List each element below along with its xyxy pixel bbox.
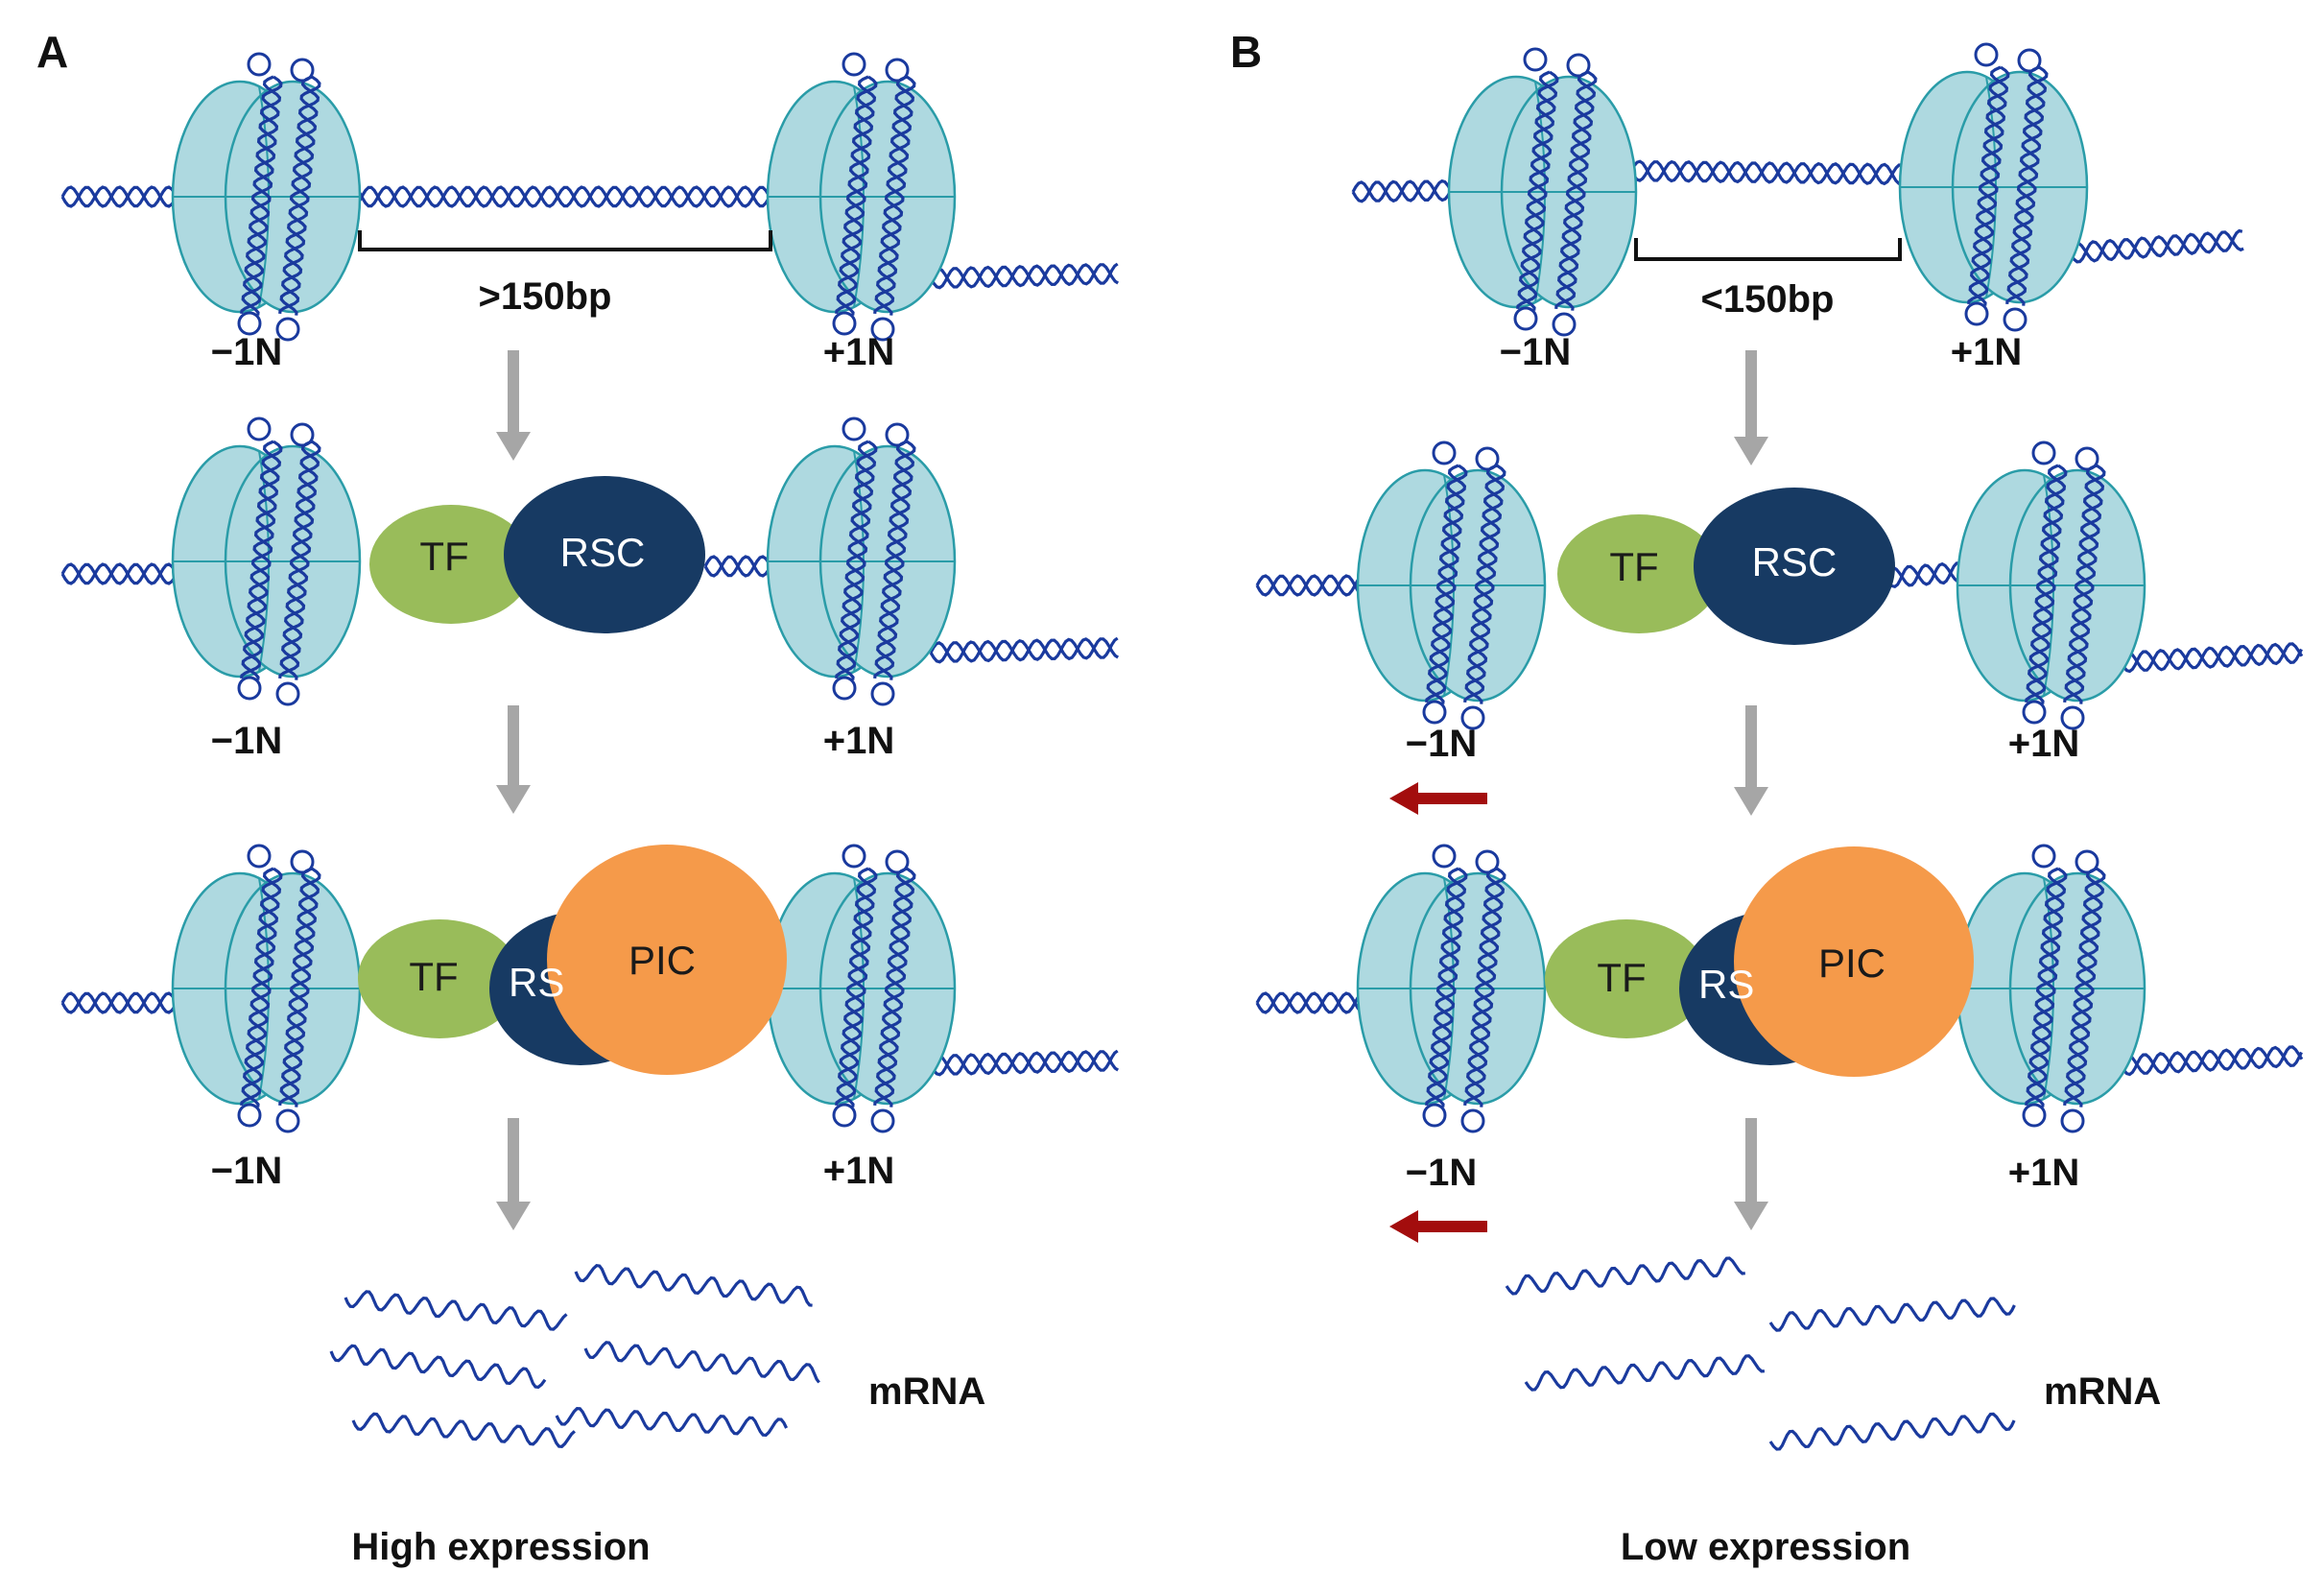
nucleosome-icon — [766, 844, 957, 1133]
panel-b: B <150bp −1N +1N −1N +1N −1N +1N mRNA Lo… — [1230, 27, 2161, 1568]
nucleosome-icon — [1898, 42, 2089, 332]
mrna-icon — [1768, 1412, 2016, 1451]
dna-flank-a-1-left — [60, 185, 186, 208]
panel-letter-b: B — [1230, 27, 1262, 77]
panel-letter-a: A — [36, 27, 68, 77]
nucleosome-icon — [171, 52, 362, 342]
pic-blob-a-3 — [547, 845, 787, 1075]
plus-1n-label-b-1: +1N — [1951, 331, 2023, 373]
mrna-label-a: mRNA — [868, 1370, 985, 1413]
dna-flank-b-3-right — [2119, 1045, 2304, 1077]
flow-arrow-icon — [496, 705, 531, 814]
shift-arrow-icon — [1389, 1210, 1487, 1243]
protein-labels: TF RSC TF RS PIC TF RSC TF RS PIC — [409, 530, 1885, 1007]
shift-arrow-icon — [1389, 782, 1487, 815]
plus-1n-label-b-3: +1N — [2008, 1152, 2080, 1194]
panel-a: A >150bp −1N +1N −1N +1N −1N +1N mRNA Hi… — [36, 27, 985, 1568]
nucleosome-icon — [1956, 844, 2146, 1133]
flow-arrow-icon — [1734, 705, 1768, 816]
nucleosome-icon — [766, 52, 957, 342]
minus-1n-label-b-3: −1N — [1406, 1152, 1478, 1194]
shape-layer — [171, 42, 2146, 1451]
dna-flank-a-2-right — [929, 636, 1120, 664]
nucleosome-icon — [1956, 441, 2146, 730]
tf-blob-b-2 — [1557, 514, 1720, 633]
minus-1n-label-b-2: −1N — [1406, 723, 1478, 765]
dna-flank-b-2-right — [2119, 642, 2304, 674]
dna-layer — [60, 159, 2304, 1077]
rsc-blob-b-2 — [1694, 488, 1895, 645]
dna-flank-a-3-left — [60, 991, 186, 1014]
nucleosome-icon — [171, 844, 362, 1133]
mrna-icon — [329, 1344, 547, 1390]
spacing-label-a: >150bp — [479, 275, 612, 318]
mrna-icon — [555, 1406, 789, 1438]
pic-blob-b-3 — [1734, 846, 1974, 1077]
expression-label-a: High expression — [351, 1526, 650, 1568]
tf-label-b-3: TF — [1597, 955, 1646, 1000]
minus-1n-label-a-2: −1N — [211, 720, 283, 762]
tf-label-b-2: TF — [1609, 544, 1658, 589]
nucleosome-icon — [1447, 47, 1638, 337]
dna-flank-b-2-left — [1255, 574, 1374, 597]
plus-1n-label-a-2: +1N — [823, 720, 895, 762]
spacing-bracket-b — [1634, 238, 1902, 261]
dna-linker-a-1 — [344, 185, 795, 208]
dna-flank-a-3-right — [929, 1049, 1120, 1077]
pic-label-a-3: PIC — [628, 938, 696, 983]
rsc-blob-a-2 — [504, 476, 705, 633]
nucleosome-icon — [171, 417, 362, 706]
plus-1n-label-a-1: +1N — [823, 331, 895, 373]
dna-linker-b-1 — [1629, 159, 1930, 186]
mrna-icon — [351, 1412, 576, 1448]
tf-blob-b-3 — [1545, 919, 1708, 1038]
expression-label-b: Low expression — [1621, 1526, 1910, 1568]
minus-1n-label-a-3: −1N — [211, 1150, 283, 1192]
tf-blob-a-3 — [358, 919, 521, 1038]
plus-1n-label-a-3: +1N — [823, 1150, 895, 1192]
spacing-label-b: <150bp — [1701, 278, 1835, 321]
flow-arrow-icon — [1734, 350, 1768, 465]
dna-flank-a-1-right — [929, 262, 1120, 290]
mrna-icon — [344, 1290, 568, 1331]
nucleosome-icon — [766, 417, 957, 706]
rsc-partial-label-a-3: RS — [509, 960, 564, 1005]
nucleosome-icon — [1356, 844, 1547, 1133]
mrna-label-b: mRNA — [2044, 1370, 2161, 1413]
flow-arrow-icon — [496, 1118, 531, 1230]
rsc-label-a-2: RSC — [560, 530, 646, 575]
spacing-bracket-a — [358, 230, 772, 251]
mrna-icon — [1505, 1256, 1745, 1296]
mrna-icon — [574, 1264, 813, 1307]
mrna-icon — [583, 1341, 820, 1384]
tf-blob-a-2 — [369, 505, 533, 624]
rsc-label-b-2: RSC — [1752, 539, 1838, 584]
plus-1n-label-b-2: +1N — [2008, 723, 2080, 765]
flow-arrow-icon — [496, 350, 531, 461]
rsc-partial-label-b-3: RS — [1698, 962, 1754, 1007]
dna-flank-b-3-left — [1255, 991, 1374, 1014]
flow-arrow-icon — [1734, 1118, 1768, 1230]
dna-flank-a-2-left — [60, 562, 186, 585]
tf-label-a-3: TF — [409, 954, 458, 999]
pic-label-b-3: PIC — [1818, 941, 1885, 986]
tf-label-a-2: TF — [419, 534, 468, 579]
nucleosome-icon — [1356, 441, 1547, 730]
minus-1n-label-a-1: −1N — [211, 331, 283, 373]
minus-1n-label-b-1: −1N — [1500, 331, 1572, 373]
mrna-icon — [1524, 1354, 1766, 1392]
dna-flank-b-1-right — [2051, 228, 2244, 266]
mrna-icon — [1768, 1297, 2016, 1332]
